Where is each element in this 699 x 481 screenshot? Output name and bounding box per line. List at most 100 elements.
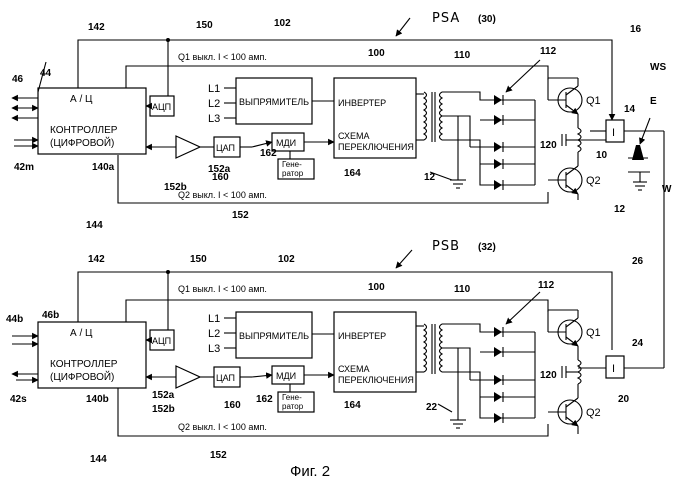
ref-120: 120 [540,140,557,151]
dac-label: ЦАП [216,143,235,153]
q2-label: Q2 [586,175,601,187]
generator-label-b-2: ратор [282,402,304,411]
inverter-label: ИНВЕРТЕР [338,98,386,108]
transistor-q2 [548,166,582,200]
controller-label-b: КОНТРОЛЛЕР [50,359,118,370]
ref-10: 10 [596,150,608,161]
ref-46b: 46b [42,310,59,321]
ref-22: 22 [426,402,438,413]
title-psb: PSB [432,239,460,254]
ref-164: 164 [344,168,361,179]
ref-152b: 152b [164,182,187,193]
transformer-b [416,324,442,374]
title-psb-num: (32) [478,242,496,253]
q1-off-note-b: Q1 выкл. I < 100 амп. [178,284,267,294]
generator-label-1: Гене- [282,160,302,169]
pwm-label: МДИ [276,138,296,148]
pwm-label-b: МДИ [276,371,296,381]
ref-112-b: 112 [538,280,555,291]
ref-160: 160 [212,172,229,183]
ref-24: 24 [632,338,644,349]
ref-152a-b: 152a [152,390,175,401]
switch-label-b-1: СХЕМА [338,364,370,374]
ref-140b: 140b [86,394,109,405]
ref-150: 150 [196,20,213,31]
power-supply-a: А / Ц КОНТРОЛЛЕР (ЦИФРОВОЙ) АЦП ЦАП МДИ [12,11,672,252]
choke-coil-b [578,360,581,384]
ref-46: 46 [12,74,24,85]
phase-l3-b: L3 [208,343,220,355]
dac-label-b: ЦАП [216,373,235,383]
phase-l2: L2 [208,98,220,110]
ref-160-b: 160 [224,400,241,411]
controller-sublabel: (ЦИФРОВОЙ) [50,136,114,149]
ref-152: 152 [232,210,249,221]
phase-l1-b: L1 [208,313,220,325]
ref-44: 44 [40,68,52,79]
transformer [416,92,442,142]
ref-12-ground: 12 [424,172,436,183]
transistor-q2-b [548,398,582,434]
ref-w: W [662,184,672,195]
switch-label-b-2: ПЕРЕКЛЮЧЕНИЯ [338,375,414,385]
welding-station [628,118,650,190]
ref-102-b: 102 [278,254,295,265]
ref-162: 162 [260,148,277,159]
diode-group [494,95,503,190]
ref-20: 20 [618,394,630,405]
controller-ad: А / Ц [70,94,93,105]
ref-144-b: 144 [90,454,107,465]
ref-152b-b: 152b [152,404,175,415]
q2-label-b: Q2 [586,407,601,419]
ref-142-b: 142 [88,254,105,265]
ref-e: E [650,96,657,107]
ref-44b: 44b [6,314,23,325]
controller-sublabel-b: (ЦИФРОВОЙ) [50,370,114,383]
ref-100: 100 [368,48,385,59]
current-sensor-label: I [612,127,615,139]
ref-42s: 42s [10,394,27,405]
ref-164-b: 164 [344,400,361,411]
q1-label-b: Q1 [586,327,601,339]
rectifier-label: ВЫПРЯМИТЕЛЬ [239,97,309,107]
comparator-triangle [176,136,200,158]
controller-ad-b: А / Ц [70,328,93,339]
ref-12-workpiece: 12 [614,204,626,215]
transistor-q1-b [548,310,582,346]
rectifier-label-b: ВЫПРЯМИТЕЛЬ [239,331,309,341]
ref-42m: 42m [14,162,34,173]
ref-140a: 140a [92,162,115,173]
ref-142: 142 [88,22,105,33]
ref-16: 16 [630,24,642,35]
title-psa-num: (30) [478,14,496,25]
ref-14: 14 [624,104,636,115]
generator-label-2: ратор [282,169,304,178]
generator-label-b-1: Гене- [282,393,302,402]
power-supply-b: А / Ц КОНТРОЛЛЕР (ЦИФРОВОЙ) АЦП ЦАП МДИ … [6,239,664,465]
title-psa: PSA [432,11,460,26]
adc-label: АЦП [152,102,171,112]
ref-152-b: 152 [210,450,227,461]
q2-off-note-b: Q2 выкл. I < 100 амп. [178,422,267,432]
ref-162-b: 162 [256,394,273,405]
q2-off-note: Q2 выкл. I < 100 амп. [178,190,267,200]
current-sensor-label-b: I [612,363,615,375]
inverter-label-b: ИНВЕРТЕР [338,331,386,341]
phase-l3: L3 [208,113,220,125]
q1-off-note: Q1 выкл. I < 100 амп. [178,52,267,62]
ref-144: 144 [86,220,103,231]
comparator-triangle-b [176,366,200,388]
phase-l1: L1 [208,83,220,95]
ref-ws: WS [650,62,666,73]
adc-label-b: АЦП [152,336,171,346]
ref-100-b: 100 [368,282,385,293]
switch-label-1: СХЕМА [338,131,370,141]
controller-label: КОНТРОЛЛЕР [50,125,118,136]
ref-110-b: 110 [454,284,471,295]
switch-label-2: ПЕРЕКЛЮЧЕНИЯ [338,142,414,152]
ref-26: 26 [632,256,644,267]
ref-120-b: 120 [540,370,557,381]
transistor-q1 [548,78,582,114]
